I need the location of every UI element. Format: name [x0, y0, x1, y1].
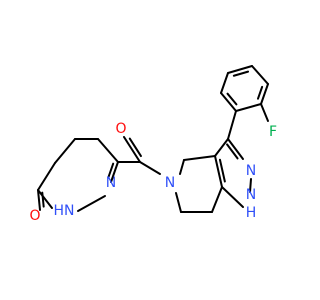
bond [226, 92, 238, 106]
bond [260, 83, 269, 105]
atom-label-pyrazole-nh: N [246, 187, 256, 203]
bond [260, 103, 269, 122]
bond [256, 85, 264, 100]
bond [139, 161, 161, 175]
bond [179, 159, 185, 175]
bond [220, 72, 229, 94]
bond [227, 65, 253, 74]
atom-label-pyridazinone-oxygen: O [29, 208, 40, 224]
atom-label-pyridazinone-nh: HN [54, 203, 75, 219]
bond [128, 137, 142, 158]
bond [211, 186, 223, 213]
bond [183, 155, 216, 161]
bond [232, 70, 250, 77]
bond [218, 158, 226, 183]
bond [175, 192, 182, 213]
bond [220, 92, 237, 112]
bond [221, 186, 244, 208]
bond [41, 191, 45, 208]
bond [107, 162, 115, 179]
bond [54, 138, 76, 164]
bond [97, 138, 119, 163]
bond [110, 161, 119, 183]
atom-label-amide-nitrogen: N [165, 175, 175, 191]
atom-label-pyrazole-n: N [246, 163, 256, 179]
bond [235, 103, 262, 112]
bond [249, 178, 252, 193]
bond [227, 110, 237, 140]
bond [123, 136, 141, 163]
bond [214, 155, 223, 188]
atom-label-pyridazinone-n: N [106, 175, 116, 191]
bond [37, 162, 56, 191]
atom-label-carbonyl-oxygen: O [115, 121, 126, 137]
atom-label-pyrazole-h: H [246, 205, 257, 221]
bond [226, 143, 239, 160]
bond [214, 138, 229, 157]
bond [227, 138, 244, 160]
bond-group [37, 65, 269, 213]
bond [37, 189, 41, 211]
bond [37, 189, 53, 209]
atom-label-fluorine: F [269, 124, 277, 140]
bond [77, 195, 106, 212]
bond [251, 65, 269, 85]
